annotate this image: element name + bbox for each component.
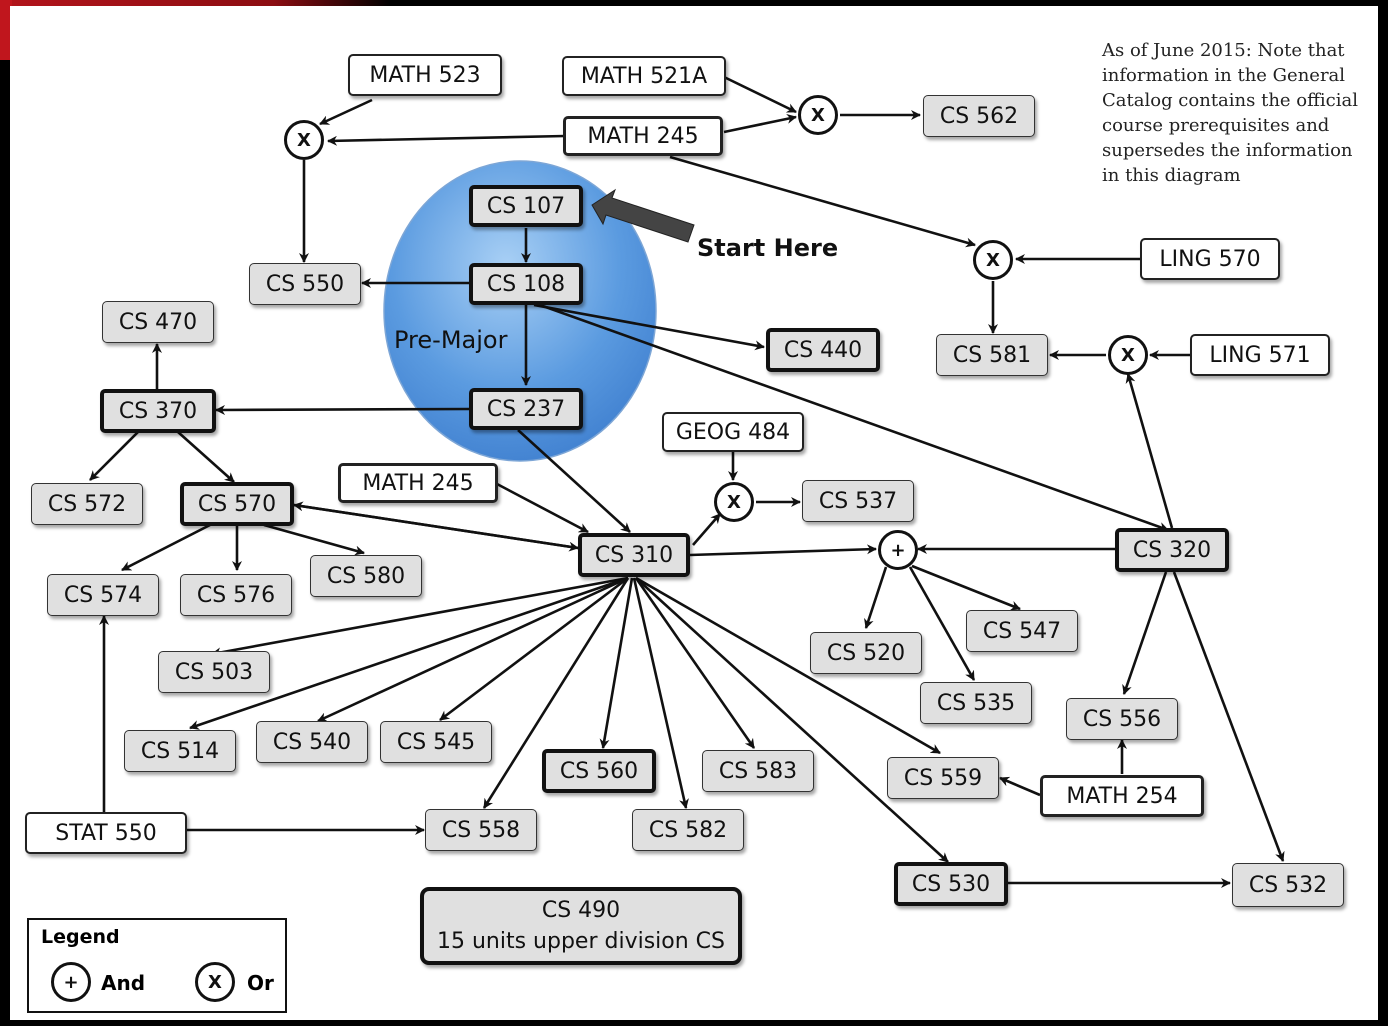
course-cs-440: CS 440: [766, 328, 880, 372]
course-math-521a: MATH 521A: [562, 56, 726, 96]
or-node-geog-484: X: [714, 482, 754, 522]
course-cs-503: CS 503: [158, 651, 270, 693]
disclaimer-note: As of June 2015: Note that information i…: [1102, 40, 1358, 186]
legend-or-icon: X: [195, 962, 235, 1002]
course-cs-582: CS 582: [632, 809, 744, 851]
premajor-circle: [383, 160, 657, 462]
course-stat-550: STAT 550: [25, 812, 187, 854]
or-node-cs-562: X: [798, 95, 838, 135]
or-node-math-523: X: [284, 120, 324, 160]
course-cs-520: CS 520: [810, 632, 922, 674]
course-cs-550: CS 550: [249, 263, 361, 305]
course-cs-470: CS 470: [102, 301, 214, 343]
course-cs-580: CS 580: [310, 555, 422, 597]
start-here-label: Start Here: [697, 234, 839, 262]
course-cs-310: CS 310: [578, 533, 690, 577]
course-math-523: MATH 523: [348, 54, 502, 96]
or-node-ling-570: X: [973, 240, 1013, 280]
course-cs-547: CS 547: [966, 610, 1078, 652]
course-cs-556: CS 556: [1066, 698, 1178, 740]
course-math-245-top: MATH 245: [563, 116, 723, 156]
course-cs-574: CS 574: [47, 574, 159, 616]
course-ling-570: LING 570: [1140, 238, 1280, 280]
course-cs-237: CS 237: [469, 388, 583, 430]
course-cs-490: CS 490 15 units upper division CS: [420, 887, 742, 965]
course-cs-558: CS 558: [425, 809, 537, 851]
course-cs-320: CS 320: [1115, 528, 1229, 572]
course-cs-370: CS 370: [100, 389, 216, 433]
course-cs-107: CS 107: [469, 185, 583, 227]
start-arrow: [591, 188, 695, 243]
legend: Legend + And X Or: [27, 918, 287, 1013]
course-cs-537: CS 537: [802, 480, 914, 522]
premajor-label: Pre-Major: [394, 326, 508, 354]
course-cs-514: CS 514: [124, 730, 236, 772]
and-node-cs-320: +: [878, 530, 918, 570]
cs-490-title: CS 490: [541, 898, 621, 923]
course-cs-545: CS 545: [380, 721, 492, 763]
header-banner-accent: [0, 0, 12, 60]
course-cs-583: CS 583: [702, 750, 814, 792]
course-math-245-middle: MATH 245: [338, 463, 498, 503]
edges: [89, 75, 1285, 888]
legend-or-label: Or: [247, 971, 274, 995]
course-math-254: MATH 254: [1040, 775, 1204, 817]
course-ling-571: LING 571: [1190, 334, 1330, 376]
legend-and-icon: +: [51, 962, 91, 1002]
or-node-ling-571: X: [1108, 335, 1148, 375]
course-cs-570: CS 570: [180, 482, 294, 526]
course-cs-559: CS 559: [887, 757, 999, 799]
cs-490-subtitle: 15 units upper division CS: [436, 929, 726, 954]
course-cs-581: CS 581: [936, 334, 1048, 376]
course-cs-572: CS 572: [31, 483, 143, 525]
course-cs-530: CS 530: [894, 862, 1008, 906]
course-cs-108: CS 108: [469, 263, 583, 305]
course-cs-540: CS 540: [256, 721, 368, 763]
course-cs-535: CS 535: [920, 682, 1032, 724]
course-cs-560: CS 560: [542, 749, 656, 793]
legend-title: Legend: [41, 926, 120, 948]
course-cs-532: CS 532: [1232, 863, 1344, 907]
course-cs-562: CS 562: [923, 95, 1035, 137]
legend-and-label: And: [101, 971, 146, 995]
course-cs-576: CS 576: [180, 574, 292, 616]
course-geog-484: GEOG 484: [662, 412, 804, 452]
